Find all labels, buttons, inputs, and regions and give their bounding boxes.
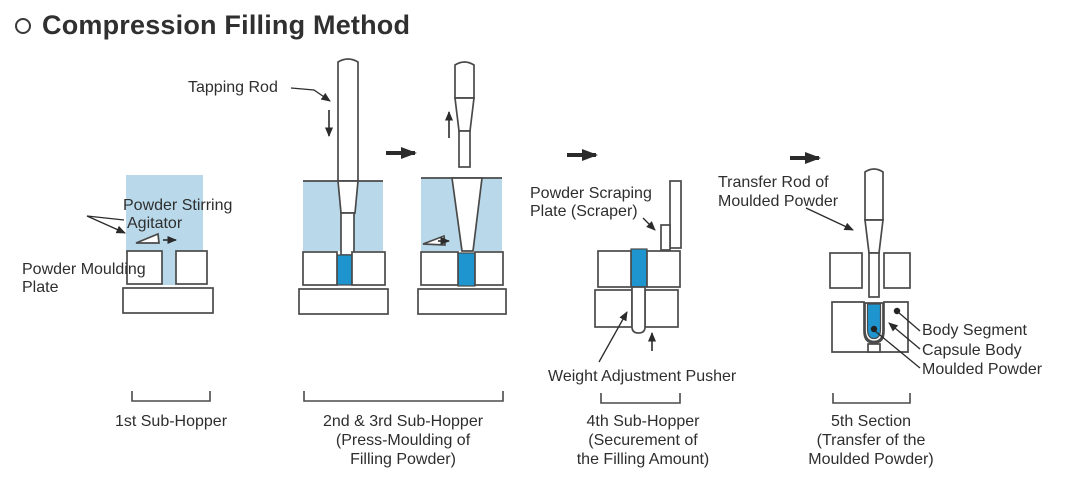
scraper-blade-tall bbox=[669, 180, 682, 249]
moulded-powder-dot bbox=[870, 325, 878, 333]
moulded-void bbox=[451, 177, 483, 252]
label-powder-stirring-line2: Agitator bbox=[127, 215, 183, 232]
caption-4-line-3: Moulded Powder) bbox=[808, 451, 933, 468]
tapping-rod-shank bbox=[454, 61, 475, 99]
scraper-blade-short bbox=[660, 224, 671, 251]
label-powder-stirring-line1: Powder Stirring bbox=[123, 197, 232, 214]
transfer-rod-shank bbox=[864, 168, 884, 221]
compressed-powder-slug bbox=[630, 248, 648, 288]
capsule-body-leader-arrow bbox=[888, 322, 921, 350]
agitator-blade bbox=[135, 232, 160, 244]
moulded-powder-fill bbox=[866, 303, 882, 340]
title-bar: Compression Filling Method bbox=[15, 10, 410, 41]
moulding-plate-right-block bbox=[474, 251, 504, 286]
range-bracket bbox=[131, 391, 211, 402]
moulding-plate-right-block bbox=[175, 250, 208, 285]
tapping-rod-taper bbox=[454, 97, 475, 132]
range-bracket bbox=[303, 391, 504, 402]
scraper-leader-arrow bbox=[642, 217, 656, 231]
moulding-plate-right-block bbox=[351, 251, 386, 286]
moulding-plate-left-block bbox=[302, 251, 338, 286]
powder-column bbox=[126, 175, 203, 252]
caption-4-line-2: (Transfer of the bbox=[817, 432, 926, 449]
base-plate-right-block bbox=[644, 289, 679, 328]
upper-plate-left-block bbox=[829, 252, 863, 289]
label-tapping-rod: Tapping Rod bbox=[188, 79, 278, 96]
caption-2-line-3: Filling Powder) bbox=[350, 451, 456, 468]
moulding-plate-left-block bbox=[597, 250, 632, 288]
weight-adjustment-pusher-rod bbox=[631, 286, 646, 334]
body-segment-leader-line bbox=[897, 311, 921, 332]
moulding-plate-left-block bbox=[420, 251, 459, 286]
transfer-rod-leader-arrow bbox=[805, 207, 854, 231]
compressed-powder-slug bbox=[457, 252, 476, 287]
label-capsule-body: Capsule Body bbox=[922, 342, 1022, 359]
label-powder-moulding-line1: Powder Moulding bbox=[22, 261, 146, 278]
powder-in-slot bbox=[162, 251, 176, 285]
tapping-rod-shank bbox=[337, 58, 359, 182]
label-powder-moulding-line2: Plate bbox=[22, 279, 59, 296]
range-bracket bbox=[600, 393, 681, 404]
tapping-rod-taper bbox=[337, 180, 359, 214]
transfer-rod-tip bbox=[868, 252, 880, 298]
label-body-segment: Body Segment bbox=[922, 322, 1028, 339]
caption-3-line-2: (Securement of bbox=[588, 432, 698, 449]
caption-2-line-2: (Press-Moulding of bbox=[336, 432, 471, 449]
label-moulded-powder: Moulded Powder bbox=[922, 361, 1043, 378]
label-powder-scraping-line1: Powder Scraping bbox=[530, 185, 652, 202]
pusher-leader-arrow bbox=[598, 311, 628, 363]
agitator-leader-arrow bbox=[86, 215, 126, 234]
caption-1-line-1: 1st Sub-Hopper bbox=[115, 413, 228, 430]
label-transfer-rod-line1: Transfer Rod of bbox=[718, 174, 829, 191]
caption-3-line-3: the Filling Amount) bbox=[577, 451, 710, 468]
base-plate-left-block bbox=[594, 289, 633, 328]
label-weight-adjustment-pusher: Weight Adjustment Pusher bbox=[548, 368, 737, 385]
label-transfer-rod-line2: Moulded Powder bbox=[718, 193, 839, 210]
base-plate bbox=[417, 288, 507, 315]
circle-bullet-icon bbox=[15, 17, 31, 34]
transfer-rod-taper bbox=[864, 219, 884, 254]
stage-3-rod-raised bbox=[417, 61, 507, 315]
support-pin-slot bbox=[867, 343, 881, 353]
moulding-plate-right-block bbox=[646, 250, 681, 288]
caption-3-line-1: 4th Sub-Hopper bbox=[587, 413, 701, 430]
range-bracket bbox=[832, 393, 911, 404]
tapping-rod-tip bbox=[340, 212, 355, 256]
compressed-powder-slug bbox=[336, 254, 353, 286]
upper-plate-right-block bbox=[883, 252, 911, 289]
tapping-rod-leader-arrow bbox=[290, 87, 331, 102]
tapping-rod-tip bbox=[458, 130, 471, 168]
stage-1-first-sub-hopper: Powder Stirring Agitator Powder Moulding… bbox=[22, 175, 232, 314]
caption-4-line-1: 5th Section bbox=[831, 413, 911, 430]
label-powder-scraping-line2: Plate (Scraper) bbox=[530, 203, 638, 220]
stage-5-transfer-section: Transfer Rod of Moulded Powder Body Segm… bbox=[718, 168, 1043, 378]
caption-2-line-1: 2nd & 3rd Sub-Hopper bbox=[323, 413, 484, 430]
moulding-plate-left-block bbox=[126, 250, 163, 285]
body-segment-block bbox=[831, 301, 909, 353]
base-plate bbox=[298, 288, 389, 315]
stage-2-rod-pressed: Tapping Rod bbox=[188, 58, 389, 315]
stage-4-weight-adjustment: Powder Scraping Plate (Scraper) Weight A… bbox=[530, 180, 737, 385]
moulded-powder-leader-line bbox=[874, 330, 921, 369]
page-title: Compression Filling Method bbox=[42, 10, 411, 40]
section-captions: 1st Sub-Hopper 2nd & 3rd Sub-Hopper (Pre… bbox=[115, 391, 934, 468]
base-plate bbox=[122, 287, 214, 314]
